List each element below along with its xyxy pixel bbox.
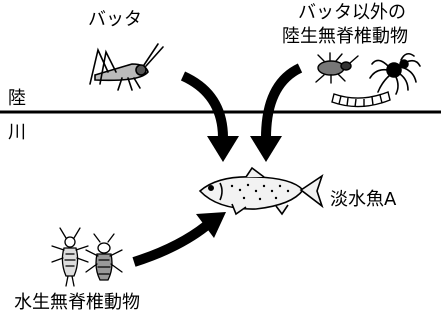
other-land-label-line1: バッタ以外の (298, 2, 406, 23)
grasshopper-label: バッタ (88, 9, 142, 30)
other-land-label-line2: 陸生無脊椎動物 (282, 26, 408, 47)
land-label: 陸 (8, 88, 26, 109)
arrowhead-grasshopper-to-fish (207, 136, 239, 162)
arrowhead-land-invertebrates-to-fish (250, 136, 282, 162)
aquatic-nymph-icon-2 (85, 233, 123, 281)
aquatic-invertebrates-label: 水生無脊椎動物 (14, 292, 140, 313)
aquatic-nymph-icon (51, 227, 89, 287)
river-label: 川 (8, 122, 26, 143)
fish-label: 淡水魚A (330, 189, 397, 210)
arrowhead-aquatic-invertebrates-to-fish (196, 212, 226, 238)
spider-icon (369, 52, 421, 95)
arrow-aquatic-invertebrates-to-fish (132, 222, 210, 267)
arrow-grasshopper-to-fish (180, 71, 228, 139)
larva-icon (331, 91, 391, 108)
grasshopper-icon (89, 43, 164, 91)
arrow-land-invertebrates-to-fish (261, 63, 303, 139)
fish-icon (198, 166, 324, 216)
beetle-icon (315, 52, 359, 84)
